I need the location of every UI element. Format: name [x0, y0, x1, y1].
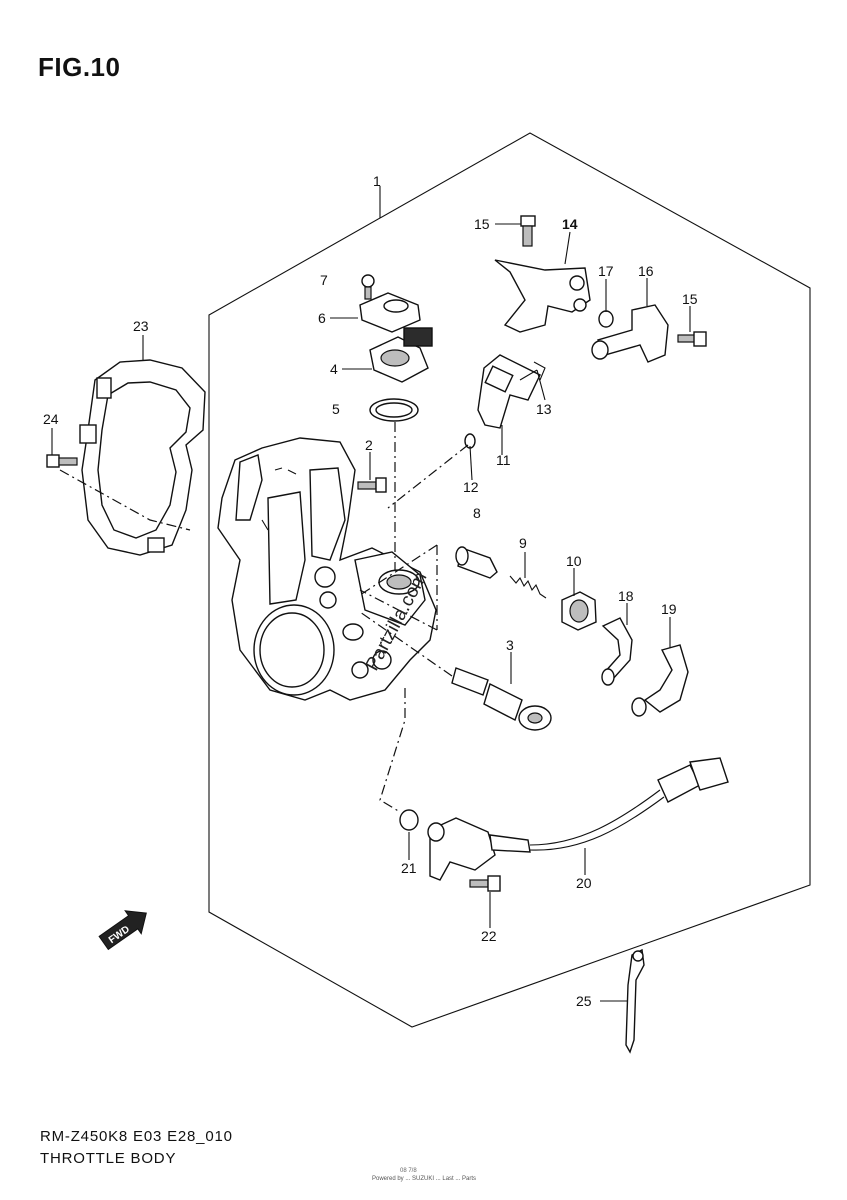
- leader-lines: [51, 186, 691, 1002]
- part-19-hose[interactable]: [631, 644, 689, 717]
- callout-3: 3: [506, 637, 514, 653]
- part-8-plunger[interactable]: [455, 546, 498, 579]
- part-name: THROTTLE BODY: [40, 1150, 177, 1167]
- callout-7: 7: [320, 272, 328, 288]
- part-23-gasket-cover[interactable]: [79, 359, 206, 556]
- callout-12: 12: [463, 479, 479, 495]
- part-11-injector[interactable]: [477, 354, 541, 429]
- fwd-arrow-icon: FWD: [98, 910, 147, 951]
- part-7-screw[interactable]: [361, 274, 375, 300]
- throttle-body[interactable]: [217, 437, 437, 701]
- callout-20: 20: [576, 875, 592, 891]
- part-15-bolt-right[interactable]: [677, 331, 707, 347]
- part-6-clamp[interactable]: [359, 292, 421, 333]
- callout-9: 9: [519, 535, 527, 551]
- callout-23: 23: [133, 318, 149, 334]
- callout-14: 14: [562, 216, 578, 232]
- callout-15-top: 15: [474, 216, 490, 232]
- part-2-screw[interactable]: [357, 477, 387, 493]
- callout-19: 19: [661, 601, 677, 617]
- callout-25: 25: [576, 993, 592, 1009]
- callout-2: 2: [365, 437, 373, 453]
- small-code: 08 7/8: [400, 1168, 417, 1174]
- part-13-clip[interactable]: [533, 361, 546, 381]
- assembly-line-23: [59, 469, 191, 531]
- callout-18: 18: [618, 588, 634, 604]
- part-16-elbow[interactable]: [591, 304, 669, 363]
- callout-labels: 1 2 3 4 5 6 7 8 9 10 11 12 13 14 15 15 1…: [43, 173, 698, 1009]
- callout-15-right: 15: [682, 291, 698, 307]
- part-9-spring[interactable]: [509, 575, 547, 599]
- callout-1: 1: [373, 173, 381, 189]
- part-14-bracket[interactable]: [494, 259, 591, 333]
- callout-6: 6: [318, 310, 326, 326]
- callout-8: 8: [473, 505, 481, 521]
- part-15-bolt-top[interactable]: [520, 215, 536, 247]
- part-17-oring[interactable]: [598, 310, 614, 328]
- small-note: Powered by ... SUZUKI ... Last ... Parts: [372, 1176, 477, 1182]
- callout-10: 10: [566, 553, 582, 569]
- part-3-adjuster[interactable]: [451, 667, 552, 731]
- callout-4: 4: [330, 361, 338, 377]
- part-18-hose[interactable]: [601, 617, 633, 686]
- assembly-line-8: [359, 544, 438, 631]
- callout-5: 5: [332, 401, 340, 417]
- part-25-cable-tie[interactable]: [625, 948, 645, 1054]
- callout-22: 22: [481, 928, 497, 944]
- model-code: RM-Z450K8 E03 E28_010: [40, 1128, 233, 1145]
- part-24-bolt[interactable]: [46, 454, 78, 468]
- callout-13: 13: [536, 401, 552, 417]
- figure-title: FIG.10: [38, 52, 121, 82]
- part-10-nut[interactable]: [561, 591, 597, 631]
- part-21-oring[interactable]: [399, 809, 419, 831]
- part-22-screw[interactable]: [469, 875, 501, 892]
- callout-11: 11: [496, 452, 511, 468]
- callout-16: 16: [638, 263, 654, 279]
- callout-17: 17: [598, 263, 614, 279]
- assembly-line-12: [387, 444, 469, 509]
- assembly-outline: [208, 132, 811, 1028]
- assembly-line-21: [379, 688, 406, 813]
- part-4-sensor[interactable]: [369, 327, 433, 383]
- part-5-oring[interactable]: [369, 398, 419, 422]
- callout-24: 24: [43, 411, 59, 427]
- part-20-tps-sensor[interactable]: [427, 757, 729, 881]
- callout-21: 21: [401, 860, 417, 876]
